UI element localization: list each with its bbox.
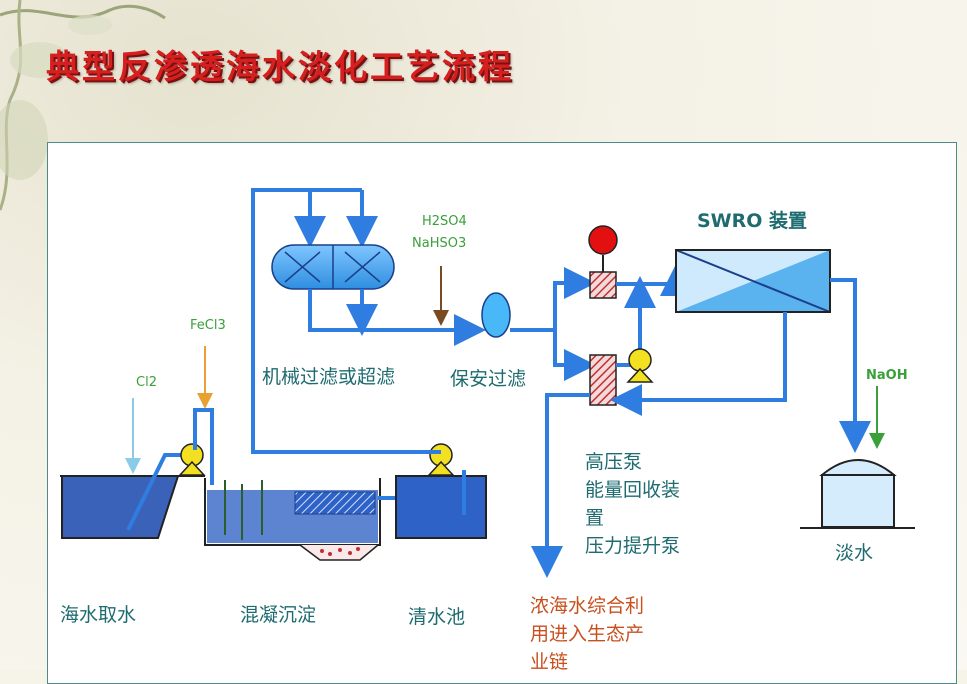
erd-label-1: 能量回收装 xyxy=(585,479,681,501)
fecl3-label: FeCl3 xyxy=(190,318,226,333)
vine-decoration xyxy=(0,0,166,211)
page-title: 典型反渗透海水淡化工艺流程 xyxy=(46,47,514,86)
hp-pump-label: 高压泵 xyxy=(585,451,643,473)
feed-pipe xyxy=(251,188,441,454)
safety-filter xyxy=(481,292,511,338)
intake-pump xyxy=(178,443,206,476)
filter-outlet-pipe xyxy=(308,289,486,346)
safety-filter-label: 保安过滤 xyxy=(450,368,527,390)
erd-label-2: 置 xyxy=(585,507,605,529)
mechanical-filter xyxy=(271,244,395,290)
naoh-label: NaOH xyxy=(866,368,908,383)
clear-water-pool xyxy=(395,475,487,539)
mech-filter-label: 机械过滤或超滤 xyxy=(262,366,396,388)
coagulation-label: 混凝沉淀 xyxy=(240,604,317,626)
process-flow-diagram xyxy=(60,188,915,578)
to-hp-pump xyxy=(553,267,596,330)
brine-labels: 浓海水综合利 用进入生态产 业链 xyxy=(530,592,644,676)
dosing-pipe xyxy=(193,408,214,485)
hp-to-swro xyxy=(616,264,692,296)
to-erd xyxy=(553,330,596,381)
cl2-label: Cl2 xyxy=(136,375,157,390)
booster-pump xyxy=(626,348,654,383)
intake-basin xyxy=(60,475,205,539)
diagram-panel xyxy=(47,142,957,684)
swro-unit xyxy=(675,249,831,313)
brine-label-1: 浓海水综合利 xyxy=(530,595,645,617)
energy-recovery-device xyxy=(589,354,617,406)
fresh-water-label: 淡水 xyxy=(835,542,874,564)
nahso3-label: NaHSO3 xyxy=(412,236,467,251)
booster-pump-label: 压力提升泵 xyxy=(585,535,681,557)
pump-labels: 高压泵 能量回收装 置 压力提升泵 xyxy=(585,448,680,560)
intake-label: 海水取水 xyxy=(60,604,137,626)
fresh-water-tank xyxy=(800,459,915,529)
h2so4-label: H2SO4 xyxy=(422,214,467,229)
swro-label: SWRO 装置 xyxy=(697,210,808,232)
coagulation-tank xyxy=(204,478,381,561)
brine-label-3: 业链 xyxy=(530,651,569,673)
brine-label-2: 用进入生态产 xyxy=(530,623,645,645)
pool-pump xyxy=(427,443,455,476)
high-pressure-pump xyxy=(588,225,618,299)
brine-return-pipe xyxy=(610,312,787,416)
permeate-pipe xyxy=(830,278,871,453)
brine-discharge-pipe xyxy=(531,393,590,578)
clear-pool-label: 清水池 xyxy=(408,606,466,628)
